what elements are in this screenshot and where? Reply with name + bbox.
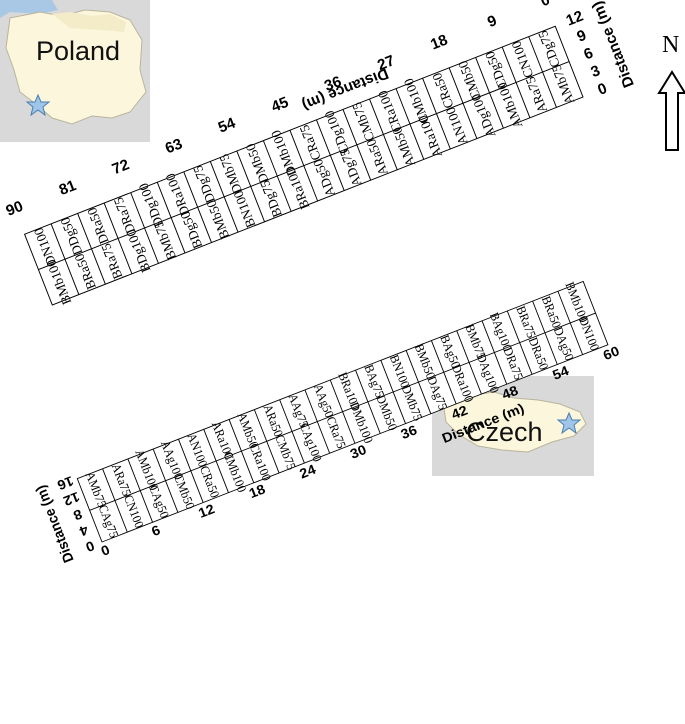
czech-width-tick: 12: [61, 489, 82, 509]
poland-grid-divider: [501, 46, 531, 118]
poland-inset-map: Poland: [0, 0, 150, 142]
poland-width-tick: 6: [582, 45, 596, 64]
poland-grid-divider: [156, 182, 186, 254]
poland-grid-divider: [77, 213, 106, 285]
poland-grid-divider: [369, 98, 398, 170]
czech-distance-tick: 6: [149, 522, 162, 539]
czech-grid-divider: [102, 468, 128, 533]
czech-distance-tick: 24: [297, 461, 318, 481]
czech-grid-divider: [127, 458, 154, 523]
poland-grid-divider: [130, 192, 159, 264]
poland-grid-divider: [342, 109, 372, 181]
poland-distance-tick: 63: [163, 135, 185, 157]
poland-width-tick: 12: [564, 8, 586, 30]
poland-width-tick: 3: [588, 62, 602, 81]
poland-grid-divider: [262, 140, 292, 212]
czech-grid-divider: [304, 389, 331, 454]
czech-grid-divider: [380, 360, 406, 424]
poland-distance-tick: 9: [485, 12, 499, 31]
poland-grid-divider: [183, 171, 212, 243]
czech-grid-divider: [355, 369, 381, 434]
czech-distance-tick: 54: [550, 362, 571, 382]
czech-distance-tick: 12: [196, 501, 217, 521]
north-arrow: N: [657, 32, 685, 151]
poland-distance-tick: 81: [57, 177, 79, 199]
czech-inset-map: Czech: [432, 376, 594, 476]
czech-grid-divider: [279, 399, 305, 464]
poland-distance-tick: 45: [269, 94, 291, 116]
poland-distance-tick: 18: [428, 31, 450, 53]
poland-grid-divider: [528, 36, 557, 108]
czech-distance-tick: 60: [601, 343, 622, 363]
czech-grid-divider: [203, 429, 229, 493]
poland-distance-tick: 0: [538, 0, 552, 10]
czech-distance-tick: 0: [99, 541, 112, 558]
poland-grid-divider: [209, 161, 239, 233]
czech-grid-divider: [253, 409, 280, 474]
poland-distance-tick: 90: [4, 198, 26, 220]
site-star-icon: [25, 93, 51, 117]
czech-grid-divider: [456, 330, 482, 395]
czech-width-tick: 8: [71, 506, 84, 523]
poland-grid-divider: [422, 78, 451, 150]
czech-distance-tick: 30: [348, 441, 369, 461]
czech-width-tick: 16: [55, 473, 76, 493]
north-arrow-icon: [657, 70, 685, 151]
czech-distance-tick: 42: [449, 402, 470, 422]
czech-grid-divider: [178, 439, 204, 503]
czech-grid-divider: [329, 379, 356, 444]
poland-distance-tick: 27: [375, 52, 397, 74]
czech-grid-divider: [431, 340, 457, 405]
czech-grid-divider: [506, 310, 533, 375]
poland-grid-divider: [50, 223, 80, 295]
poland-distance-tick: 54: [216, 114, 238, 136]
poland-distance-tick: 72: [110, 156, 132, 178]
czech-grid-divider: [557, 291, 584, 355]
czech-grid-divider: [405, 350, 432, 414]
north-label: N: [662, 32, 679, 58]
poland-grid-divider: [475, 57, 504, 129]
poland-grid-divider: [236, 150, 266, 222]
czech-grid-divider: [228, 419, 255, 483]
poland-grid-divider: [395, 88, 425, 160]
czech-width-tick: 0: [83, 538, 96, 555]
czech-grid-divider: [152, 448, 179, 513]
poland-width-tick: 9: [575, 27, 589, 46]
czech-distance-tick: 36: [398, 422, 419, 442]
poland-grid-divider: [289, 130, 319, 202]
poland-distance-tick: 36: [322, 73, 344, 95]
czech-label: Czech: [466, 417, 543, 447]
poland-grid-divider: [448, 67, 478, 139]
czech-width-tick: 4: [77, 522, 90, 539]
site-star-icon: [556, 411, 582, 435]
poland-width-tick: 0: [595, 80, 609, 99]
poland-label: Poland: [36, 36, 120, 66]
czech-distance-tick: 48: [500, 382, 521, 402]
poland-grid-divider: [316, 119, 345, 191]
czech-distance-tick: 18: [247, 481, 268, 501]
czech-grid-divider: [532, 300, 558, 365]
czech-grid-divider: [481, 320, 508, 385]
poland-grid-divider: [103, 202, 133, 274]
